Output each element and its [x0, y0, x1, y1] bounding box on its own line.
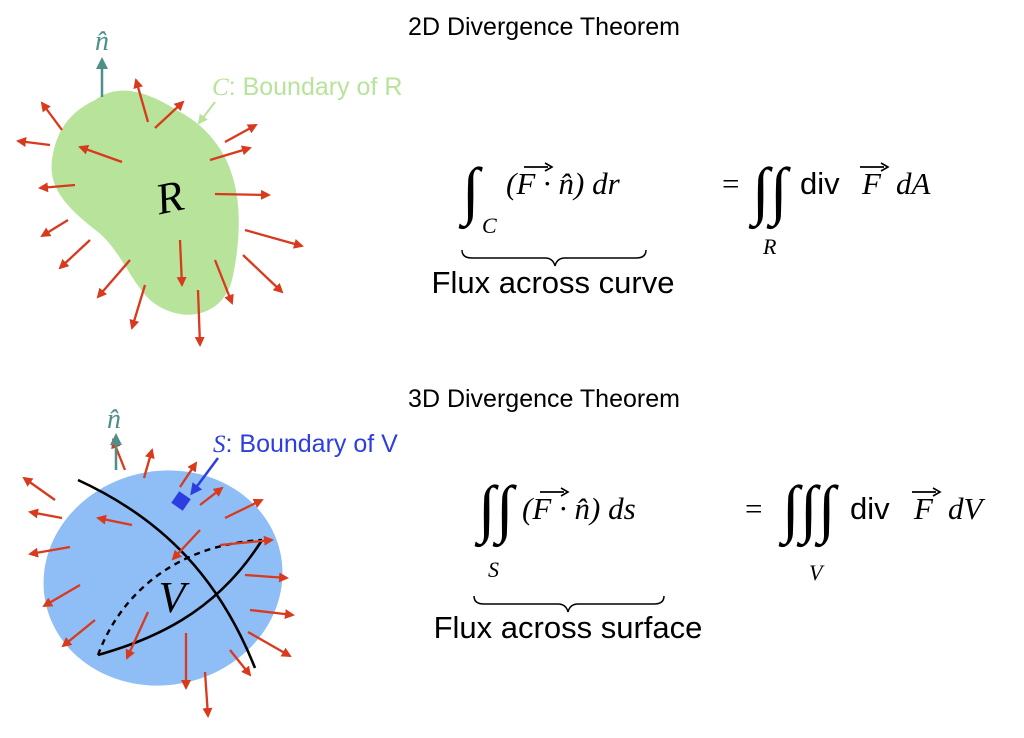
flux-arrow [224, 498, 264, 520]
caption-3d: Flux across surface [434, 610, 703, 645]
flux-arrow [209, 145, 252, 162]
normal-label-2d: n̂ [95, 26, 109, 57]
flux-arrow [242, 254, 284, 294]
flux-arrows-3d [22, 438, 295, 718]
surface-patch [171, 491, 191, 511]
region-label-v: V [159, 573, 191, 622]
flux-arrow [40, 219, 69, 238]
flux-arrows-2d [16, 78, 304, 347]
flux-arrow [96, 259, 131, 299]
rhs-subscript-2d: R [762, 234, 777, 259]
rhs-tail-2d: dA [896, 166, 932, 201]
lhs-body-2d: (F · n̂) dr [506, 166, 621, 201]
flux-arrow [133, 78, 150, 123]
integral-sign: ∫ [778, 473, 803, 548]
equation-2d: ∫ C (F · n̂) dr = ∫ ∫ R div F dA [458, 155, 932, 259]
lhs-body-3d: (F · n̂) ds [522, 491, 636, 526]
surface-curve [77, 478, 257, 669]
integral-sign: ∫ [814, 473, 839, 548]
flux-arrow [16, 137, 51, 147]
boundary-symbol-2d: C [212, 74, 229, 101]
flux-arrow [28, 545, 71, 558]
flux-arrow [96, 514, 133, 527]
region-r-shape [51, 90, 239, 315]
flux-arrow [219, 535, 274, 547]
flux-arrow [244, 572, 289, 583]
title-2d: 2D Divergence Theorem [408, 13, 680, 41]
flux-arrow [229, 649, 252, 677]
boundary-symbol-3d: S [213, 431, 226, 458]
integral-sign: ∫ [796, 473, 821, 548]
flux-arrow [249, 608, 295, 620]
flux-arrow [125, 611, 150, 660]
rhs-vec-3d: F [913, 491, 934, 526]
equation-3d: ∫ ∫ S (F · n̂) ds = ∫ ∫ ∫ V div F dV [474, 473, 986, 585]
flux-arrow [42, 584, 81, 608]
boundary-text-2d: : Boundary of R [229, 73, 403, 101]
rhs-tail-3d: dV [948, 491, 986, 526]
flux-arrow [22, 476, 56, 501]
surface-curve [97, 539, 264, 657]
flux-arrow [247, 631, 292, 657]
caption-2d: Flux across curve [432, 265, 675, 300]
flux-arrow [179, 461, 198, 488]
integral-sign: ∫ [474, 473, 499, 548]
normal-label-3d: n̂ [107, 404, 121, 435]
equals-3d: = [745, 491, 762, 526]
flux-arrow [142, 448, 155, 479]
flux-arrow [58, 239, 91, 270]
flux-arrow [129, 284, 147, 330]
vector-arrowhead [544, 162, 554, 172]
flux-arrow [213, 259, 234, 305]
vector-arrowhead [880, 162, 890, 172]
flux-arrow [38, 182, 76, 193]
flux-arrow [214, 189, 271, 200]
rhs-div-2d: div [800, 166, 840, 201]
underbrace-2d [461, 249, 647, 267]
boundary-text-3d: : Boundary of V [226, 430, 399, 458]
flux-arrow [61, 619, 96, 648]
vector-arrowhead [560, 487, 570, 497]
lhs-subscript-2d: C [482, 213, 497, 238]
flux-arrow [194, 289, 205, 347]
title-3d: 3D Divergence Theorem [408, 385, 680, 413]
boundary-pointer-3d [190, 457, 220, 496]
flux-arrow [199, 486, 224, 506]
integral-sign: ∫ [748, 155, 773, 230]
flux-arrow [202, 671, 213, 718]
boundary-label-3d: S: Boundary of V [213, 430, 398, 458]
flux-arrow [224, 123, 258, 144]
boundary-pointer-2d [197, 101, 216, 125]
equals-2d: = [722, 166, 739, 201]
underbrace-3d [473, 595, 665, 613]
flux-arrow [171, 529, 201, 561]
integral-sign: ∫ [766, 155, 791, 230]
vector-arrowhead [932, 487, 942, 497]
flux-arrow [28, 508, 63, 520]
integral-sign: ∫ [458, 155, 483, 230]
flux-arrow [176, 239, 187, 287]
boundary-label-2d: C: Boundary of R [212, 73, 402, 101]
rhs-subscript-3d: V [809, 560, 825, 585]
flux-arrow [40, 101, 63, 131]
rhs-div-3d: div [850, 491, 890, 526]
rhs-vec-2d: F [861, 166, 882, 201]
flux-arrow [78, 144, 123, 164]
flux-arrow [244, 228, 304, 249]
lhs-subscript-3d: S [488, 557, 499, 582]
flux-arrow [154, 100, 185, 129]
integral-sign: ∫ [492, 473, 517, 548]
